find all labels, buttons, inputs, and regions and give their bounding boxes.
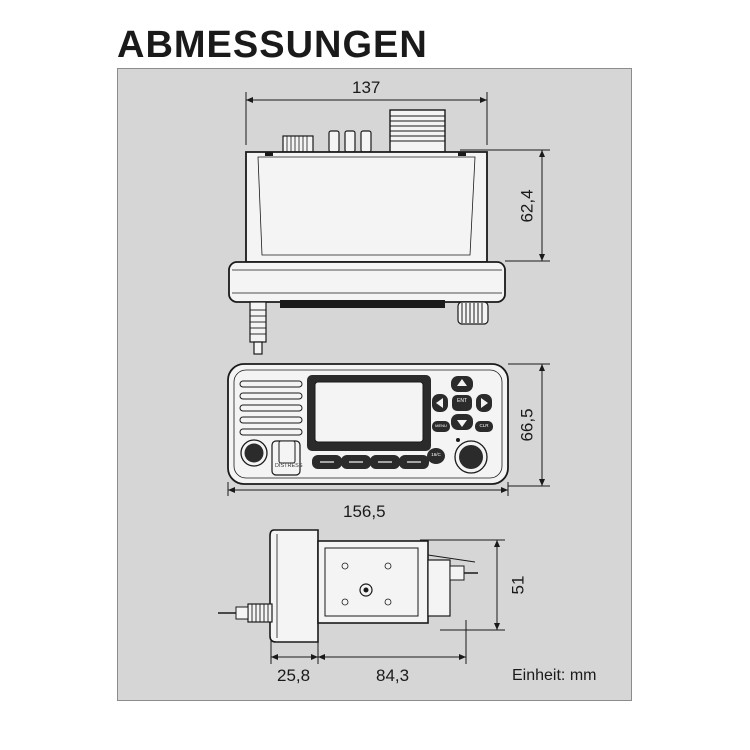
page-title: ABMESSUNGEN xyxy=(117,24,428,66)
dimension-front-height: 66,5 xyxy=(517,408,537,442)
unit-note: Einheit: mm xyxy=(512,667,597,684)
front-view xyxy=(227,363,550,496)
top-view xyxy=(228,92,550,355)
dimension-top-width: 137 xyxy=(352,78,381,97)
clr-key-label: CLR xyxy=(479,423,489,428)
distress-label: DISTRESS xyxy=(275,463,303,469)
side-view xyxy=(218,529,505,664)
dimension-front-width: 156,5 xyxy=(343,502,386,521)
dimension-top-height: 62,4 xyxy=(517,189,537,223)
sixteen-key-label: 16/C xyxy=(431,452,441,457)
dimension-side-front-depth: 25,8 xyxy=(277,666,311,685)
ent-key-label: ENT xyxy=(457,398,467,404)
dimension-side-height: 51 xyxy=(508,575,528,595)
dimension-side-body-depth: 84,3 xyxy=(376,666,410,685)
menu-key-label: MENU xyxy=(435,423,447,428)
